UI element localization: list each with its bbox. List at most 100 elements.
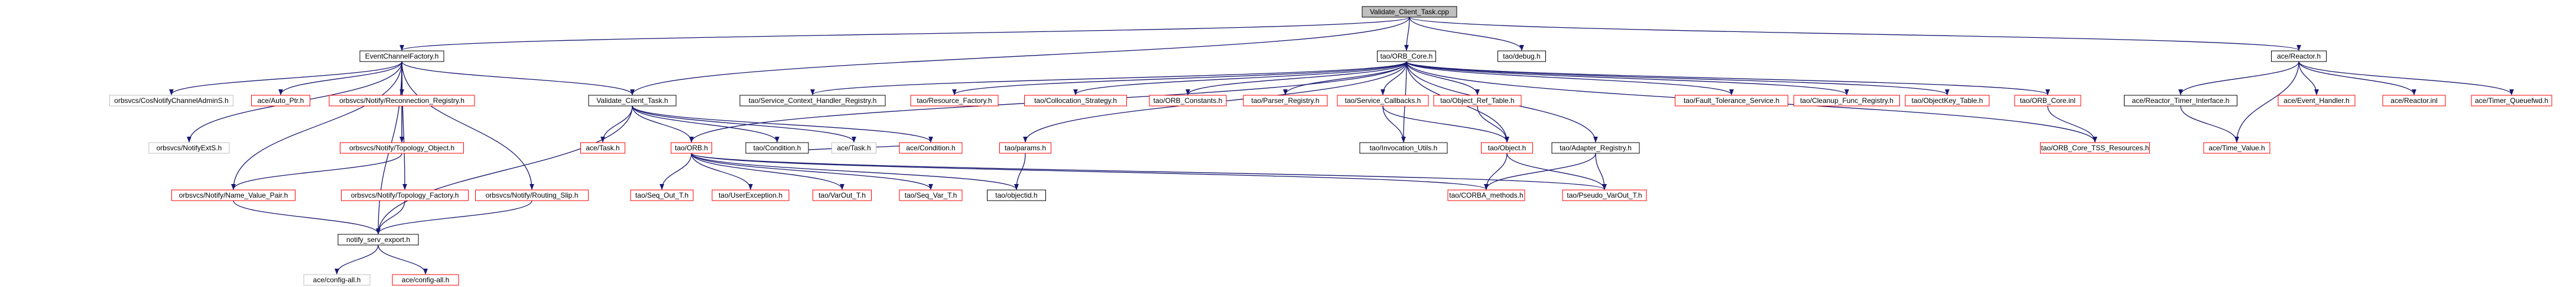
graph-edge-orbcore-to-orefTable (1406, 61, 1480, 96)
graph-node-orbcoreinl[interactable]: tao/ORB_Core.inl (2014, 95, 2081, 107)
graph-node-label: tao/ORB.h (675, 144, 708, 152)
graph-node-taoorb[interactable]: tao/ORB.h (671, 142, 712, 154)
graph-edge-vct-to-taoorb (632, 105, 694, 143)
graph-node-pvout[interactable]: tao/Pseudo_VarOut_T.h (1562, 189, 1647, 201)
graph-edge-orbcore-to-cleanup (1406, 61, 1849, 96)
graph-edge-orbcore-to-orbcoreinl (1406, 61, 2050, 96)
graph-node-fts[interactable]: tao/Fault_Tolerance_Service.h (1675, 95, 1788, 107)
graph-edge-orbcore-to-scr (810, 61, 1407, 96)
graph-node-evh[interactable]: ace/Event_Handler.h (2278, 95, 2356, 107)
graph-node-orefTable[interactable]: tao/Object_Ref_Table.h (1433, 95, 1522, 107)
graph-node-box (1481, 142, 1533, 154)
graph-edge-orbcore-to-okt (1406, 61, 1950, 96)
graph-node-colls[interactable]: tao/Collocation_Strategy.h (1024, 95, 1127, 107)
graph-node-label: tao/Cleanup_Func_Registry.h (1800, 96, 1893, 105)
graph-node-reactorinl[interactable]: ace/Reactor.inl (2382, 95, 2446, 107)
graph-edge-orbcore-to-fts (1406, 61, 1734, 96)
graph-edge-params-to-objectid (1014, 153, 1026, 191)
graph-edge-reactor-to-tqfwd (2298, 61, 2514, 96)
graph-node-acecond[interactable]: ace/Condition.h (899, 142, 963, 154)
graph-node-label: ace/config-all.h (402, 276, 450, 284)
graph-edge-taoorb-to-seqout (660, 153, 692, 191)
graph-node-tqfwd[interactable]: ace/Timer_Queuefwd.h (2471, 95, 2552, 107)
graph-node-box (899, 142, 963, 154)
graph-node-reconn[interactable]: orbsvcs/Notify/Reconnection_Registry.h (329, 95, 475, 107)
graph-edge-taoobj-to-corbam (1484, 153, 1508, 191)
graph-node-scr[interactable]: tao/Service_Context_Handler_Registry.h (739, 95, 886, 107)
graph-node-box (251, 95, 310, 107)
graph-edge-ecf-to-autoptr (278, 61, 402, 96)
graph-edge-ecf-to-routing (401, 61, 534, 191)
graph-node-box (2278, 95, 2356, 107)
graph-node-orbconst[interactable]: tao/ORB_Constants.h (1149, 95, 1227, 107)
graph-edge-root-to-reactor (1409, 17, 2301, 51)
graph-edge-orbcore-to-svccb (1380, 61, 1407, 96)
graph-node-label: tao/params.h (1005, 144, 1046, 152)
graph-node-parser[interactable]: tao/Parser_Registry.h (1243, 95, 1328, 107)
graph-node-corbam[interactable]: tao/CORBA_methods.h (1447, 189, 1525, 201)
graph-edge-vct-to-acetask (600, 105, 633, 143)
graph-node-tssres[interactable]: tao/ORB_Core_TSS_Resources.h (2040, 142, 2150, 154)
graph-node-box (580, 142, 625, 154)
graph-node-resf[interactable]: tao/Resource_Factory.h (910, 95, 999, 107)
graph-node-cleanup[interactable]: tao/Cleanup_Func_Registry.h (1794, 95, 1900, 107)
graph-node-label: notify_serv_export.h (346, 236, 410, 244)
graph-node-box (2382, 95, 2446, 107)
graph-node-label: ace/config-all.h (313, 276, 361, 284)
graph-node-autoptr[interactable]: ace/Auto_Ptr.h (251, 95, 310, 107)
graph-node-notifyexts[interactable]: orbsvcs/NotifyExtS.h (148, 142, 230, 154)
graph-node-varout[interactable]: tao/VarOut_T.h (813, 189, 872, 201)
graph-node-box (341, 189, 469, 201)
graph-node-seqout[interactable]: tao/Seq_Out_T.h (630, 189, 694, 201)
graph-node-label: EventChannelFactory.h (365, 52, 439, 60)
graph-node-aceTask2[interactable]: ace/Task.h (831, 142, 876, 154)
graph-node-topoobj[interactable]: orbsvcs/Notify/Topology_Object.h (340, 142, 464, 154)
graph-edge-ecf-to-topofac (401, 61, 407, 191)
graph-edge-reactor-to-reactorinl (2298, 61, 2416, 96)
graph-edge-taoorb-to-userex (691, 153, 753, 191)
graph-node-box (1675, 95, 1788, 107)
graph-edge-svccb-to-taoobj (1382, 105, 1509, 143)
graph-node-nse[interactable]: notify_serv_export.h (337, 234, 419, 246)
graph-node-topofac[interactable]: orbsvcs/Notify/Topology_Factory.h (341, 189, 469, 201)
graph-node-nvp[interactable]: orbsvcs/Notify/Name_Value_Pair.h (171, 189, 295, 201)
graph-node-debug[interactable]: tao/debug.h (1497, 50, 1546, 62)
graph-node-rti[interactable]: ace/Reactor_Timer_Interface.h (2124, 95, 2237, 107)
graph-edge-ecf-to-cosnotify (169, 61, 402, 96)
graph-node-timeval[interactable]: ace/Time_Value.h (2203, 142, 2270, 154)
graph-edge-root-to-debug (1409, 17, 1524, 51)
graph-node-svccb[interactable]: tao/Service_Callbacks.h (1337, 95, 1429, 107)
graph-edge-vct-to-aceTask2 (632, 105, 856, 143)
graph-node-box (1497, 50, 1546, 62)
graph-node-seqvar[interactable]: tao/Seq_Var_T.h (899, 189, 963, 201)
graph-edge-taoorb-to-objectid (691, 153, 1019, 191)
graph-node-acetask[interactable]: ace/Task.h (580, 142, 625, 154)
graph-node-label: tao/Resource_Factory.h (917, 96, 992, 105)
graph-node-routing[interactable]: orbsvcs/Notify/Routing_Slip.h (475, 189, 589, 201)
graph-node-vct[interactable]: Validate_Client_Task.h (588, 95, 677, 107)
graph-node-taocond[interactable]: tao/Condition.h (745, 142, 809, 154)
graph-node-userex[interactable]: tao/UserException.h (712, 189, 790, 201)
graph-node-objectid[interactable]: tao/objectid.h (987, 189, 1046, 201)
graph-node-box (109, 95, 233, 107)
graph-edge-adapter-to-pvout (1595, 153, 1607, 191)
graph-node-ecf[interactable]: EventChannelFactory.h (359, 50, 444, 62)
graph-node-reactor[interactable]: ace/Reactor.h (2271, 50, 2327, 62)
graph-node-taoobj[interactable]: tao/Object.h (1481, 142, 1533, 154)
graph-node-cosnotify[interactable]: orbsvcs/CosNotifyChannelAdminS.h (109, 95, 233, 107)
graph-node-adapter[interactable]: tao/Adapter_Registry.h (1551, 142, 1640, 154)
graph-node-params[interactable]: tao/params.h (999, 142, 1051, 154)
graph-edge-orbcore-to-colls (1073, 61, 1407, 96)
graph-node-label: tao/Seq_Var_T.h (905, 191, 957, 199)
graph-edge-taoorb-to-pvout (691, 153, 1607, 191)
graph-edge-topoobj-to-nvp (231, 153, 402, 191)
graph-node-label: tao/ObjectKey_Table.h (1912, 96, 1983, 105)
graph-node-box (2471, 95, 2552, 107)
graph-edge-nvp-to-nse (233, 200, 381, 235)
graph-node-invu[interactable]: tao/Invocation_Utils.h (1359, 142, 1448, 154)
graph-node-okt[interactable]: tao/ObjectKey_Table.h (1905, 95, 1990, 107)
graph-node-orbcore[interactable]: tao/ORB_Core.h (1377, 50, 1436, 62)
graph-node-cfgall2[interactable]: ace/config-all.h (392, 274, 459, 286)
graph-node-cfgall1[interactable]: ace/config-all.h (303, 274, 371, 286)
